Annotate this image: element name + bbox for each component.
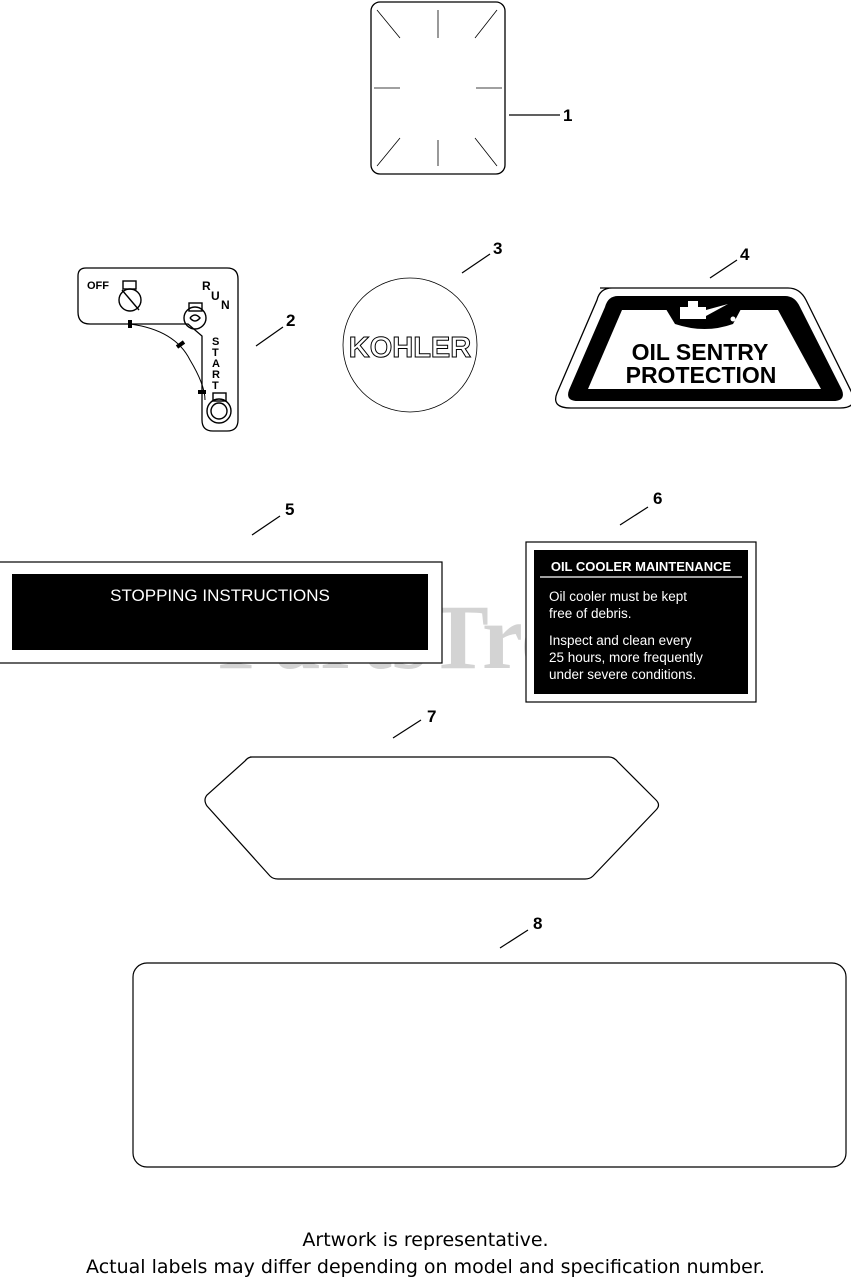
- label-1-blank[interactable]: [370, 1, 506, 175]
- callout-2: 2: [286, 311, 295, 330]
- leader-6: [619, 506, 649, 526]
- switch-run-n: N: [221, 298, 230, 312]
- callout-4: 4: [740, 245, 750, 264]
- label-6-oil-cooler[interactable]: OIL COOLER MAINTENANCE Oil cooler must b…: [525, 541, 757, 703]
- oil-sentry-line2: PROTECTION: [626, 362, 777, 388]
- leader-4: [709, 259, 738, 279]
- oil-cooler-title: OIL COOLER MAINTENANCE: [551, 559, 732, 574]
- switch-run-r: R: [202, 279, 211, 293]
- callout-8: 8: [533, 914, 542, 933]
- off-engine-icon: [118, 280, 142, 312]
- footer-note-line1: Artwork is representative.: [302, 1229, 549, 1251]
- oil-cooler-p1-l2: free of debris.: [549, 606, 632, 621]
- footer-note-line2: Actual labels may differ depending on mo…: [86, 1256, 765, 1278]
- stopping-instructions-text: STOPPING INSTRUCTIONS: [110, 586, 330, 605]
- leader-7: [392, 719, 422, 739]
- label-3-kohler-decal[interactable]: KOHLER: [342, 277, 478, 413]
- callout-5: 5: [285, 500, 294, 519]
- leader-8: [499, 929, 529, 949]
- label-5-stopping[interactable]: STOPPING INSTRUCTIONS: [0, 561, 443, 664]
- kohler-logo: KOHLER: [349, 332, 472, 364]
- label-4-oil-sentry[interactable]: OIL SENTRY PROTECTION: [554, 287, 851, 409]
- leader-2: [255, 326, 284, 347]
- label-7-hexagon[interactable]: [204, 756, 660, 880]
- oil-cooler-p2-l3: under severe conditions.: [549, 667, 696, 682]
- label-2-ignition[interactable]: OFF R U N S T A R T: [77, 267, 239, 432]
- start-engine-icon: [206, 392, 232, 424]
- switch-start-r: R: [212, 369, 220, 381]
- switch-off-label: OFF: [87, 280, 109, 292]
- callout-1: 1: [563, 106, 572, 125]
- switch-run-u: U: [211, 289, 220, 303]
- oil-cooler-p2-l2: 25 hours, more frequently: [549, 650, 703, 665]
- switch-detents: [128, 320, 206, 394]
- label-8-blank[interactable]: [132, 962, 847, 1168]
- switch-start-a: A: [212, 358, 220, 370]
- switch-arc: [129, 323, 206, 401]
- leader-5: [251, 515, 281, 536]
- switch-start-s: S: [212, 336, 219, 348]
- run-engine-icon: [183, 302, 207, 330]
- callout-3: 3: [493, 239, 502, 258]
- oil-can-icon: [658, 296, 748, 329]
- switch-start-t: T: [212, 347, 219, 359]
- oil-cooler-p2-l1: Inspect and clean every: [549, 633, 692, 648]
- oil-sentry-line1: OIL SENTRY: [632, 339, 769, 365]
- oil-cooler-p1-l1: Oil cooler must be kept: [549, 589, 687, 604]
- leader-3: [461, 253, 491, 274]
- callout-7: 7: [427, 707, 436, 726]
- callout-6: 6: [653, 489, 662, 508]
- switch-start-t2: T: [212, 380, 219, 392]
